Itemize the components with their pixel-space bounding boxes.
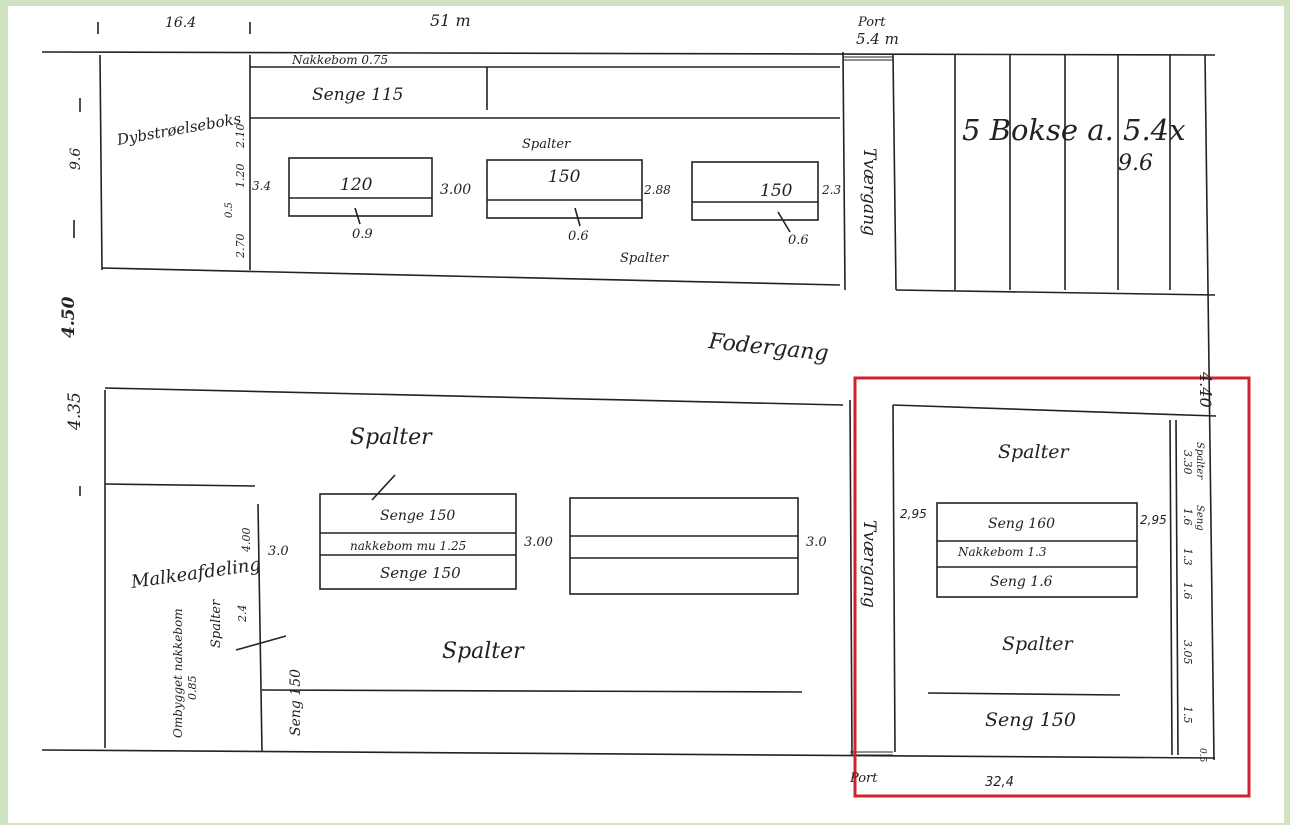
label-seng-top: Senge 115 [312, 85, 403, 105]
document-page [8, 6, 1284, 823]
dim-right-vert-4: 1.6 [1181, 582, 1194, 600]
dim-upper-gap-1: 3.4 [252, 179, 271, 193]
label-nakkebom-top: Nakkebom 0.75 [291, 53, 388, 67]
dim-upper-drop-1: 0.9 [352, 227, 373, 242]
dim-top-left: 16.4 [165, 15, 196, 31]
label-tvergang-upper: Tværgang [859, 148, 879, 236]
dim-right-mid: 4.40 [1196, 371, 1215, 408]
dim-left-upper: 9.6 [68, 148, 84, 170]
label-malkeafdeling: Malkeafdeling [129, 554, 262, 593]
label-seng-side: Seng 150 [288, 669, 304, 736]
dim-lower-gap-3: 3.0 [806, 535, 827, 550]
label-nakkebom-lower: nakkebom mu 1.25 [350, 539, 466, 553]
label-seng-right-1: Seng 160 [988, 516, 1055, 532]
port-hatch [843, 56, 893, 756]
dim-right-vert-7: 0.5 [1197, 748, 1207, 763]
highlight-box [853, 376, 1251, 798]
label-fodergang: Fodergang [706, 329, 829, 367]
dim-upper-drop-2: 0.6 [568, 229, 589, 244]
dim-upper-height-2: 1.20 [234, 164, 247, 189]
label-nakkebom-right: Nakkebom 1.3 [957, 545, 1047, 559]
dim-top-mid: 51 m [430, 11, 471, 30]
dim-upper-drop-3: 0.6 [788, 233, 809, 248]
dim-top-port-width: 5.4 m [856, 30, 899, 48]
dim-right-gap-left: 2,95 [900, 507, 927, 521]
label-bed-upper-2: 150 [548, 167, 581, 187]
label-bokse-2: 9.6 [1118, 151, 1153, 176]
label-spalter-right-mid: Spalter [1002, 633, 1074, 655]
label-spalter-lower-mid: Spalter [442, 639, 525, 664]
dim-top-port: Port [857, 15, 886, 30]
dim-upper-gap-3: 2.88 [643, 183, 671, 197]
label-seng-lower-2: Senge 150 [380, 564, 461, 582]
label-seng-right-2: Seng 1.6 [990, 574, 1053, 590]
label-right-edge-2: Seng [1194, 505, 1205, 531]
dim-right-gap-right: 2,95 [1140, 513, 1167, 527]
label-bed-upper-3: 150 [760, 181, 793, 201]
label-dybstroelse: Dybstrøelseboks [115, 109, 243, 149]
label-ombygget: Ombygget nakkebom [171, 608, 185, 738]
label-spalter-lower-top: Spalter [350, 425, 433, 450]
label-tvergang-lower: Tværgang [859, 520, 879, 608]
label-right-edge-1: Spalter [1194, 442, 1205, 480]
area-labels: Dybstrøelseboks Nakkebom 0.75 Senge 115 … [115, 53, 1205, 738]
dim-upper-gap-4: 2.3 [821, 183, 841, 197]
label-spalter-upper-2: Spalter [620, 251, 669, 266]
dimension-labels: 16.4 51 m Port 5.4 m 9.6 4.50 4.35 4.40 … [59, 11, 1215, 790]
dim-left-mid: 4.50 [59, 296, 79, 338]
label-bokse: 5 Bokse a. 5.4x [962, 113, 1185, 147]
label-bed-upper-1: 120 [340, 175, 373, 195]
dim-right-vert-5: 3.05 [1181, 640, 1194, 665]
dim-lower-left-height-2: 2.4 [236, 605, 249, 624]
dim-right-vert-6: 1.5 [1181, 706, 1194, 724]
dim-upper-height-3: 0.5 [224, 202, 235, 218]
dim-lower-gap-1: 3.0 [268, 544, 289, 559]
dim-right-vert-3: 1.3 [1181, 548, 1194, 566]
label-seng-right-3: Seng 150 [985, 709, 1076, 731]
dim-left-lower: 4.35 [65, 392, 85, 431]
label-spalter-side: Spalter [209, 599, 224, 648]
label-spalter-right-top: Spalter [998, 441, 1070, 463]
plan-lines [41, 22, 1217, 761]
label-spalter-upper: Spalter [522, 137, 571, 152]
dim-bottom-width: 32,4 [985, 775, 1014, 790]
dim-right-vert-2: 1.6 [1181, 508, 1194, 526]
dim-right-vert-1: 3.30 [1181, 450, 1194, 475]
dim-upper-height-1: 2.10 [234, 124, 247, 150]
dim-upper-gap-2: 3.00 [440, 182, 471, 198]
dim-lower-left-height-3: 0.85 [186, 676, 199, 701]
dim-lower-left-height-1: 4.00 [240, 528, 253, 554]
dim-lower-gap-2: 3.00 [524, 535, 553, 550]
dim-bottom-port: Port [849, 771, 878, 786]
label-seng-lower-1: Senge 150 [380, 508, 455, 524]
dim-upper-height-4: 2.70 [234, 234, 247, 260]
